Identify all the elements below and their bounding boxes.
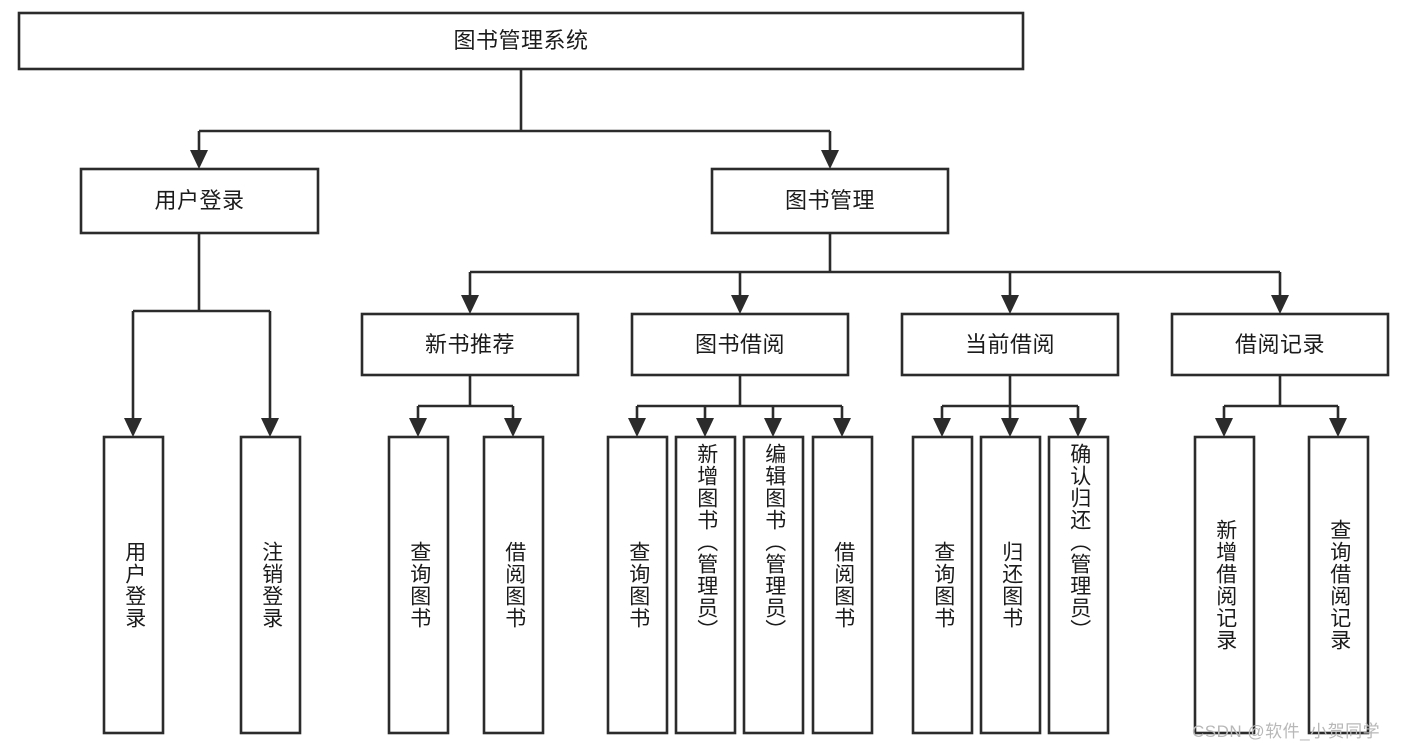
leaf-box[interactable] xyxy=(1307,435,1370,735)
leaf-box[interactable] xyxy=(979,435,1042,735)
node-new-book-recommend[interactable] xyxy=(360,312,580,377)
csdn-watermark: CSDN @软件_小贺同学 xyxy=(1192,722,1381,741)
connector-userlogin-to-leaves xyxy=(124,233,279,437)
node-borrow-record[interactable] xyxy=(1170,312,1390,377)
leaf-box[interactable] xyxy=(1193,435,1256,735)
leaf-box[interactable] xyxy=(811,435,874,735)
connector-borrowrecord-to-leaves xyxy=(1215,375,1347,437)
connector-currentborrow-to-leaves xyxy=(933,375,1087,437)
leaf-box[interactable] xyxy=(1047,435,1110,735)
leaf-box[interactable] xyxy=(102,435,165,735)
leaf-box[interactable] xyxy=(742,435,805,735)
node-user-login[interactable] xyxy=(79,167,320,235)
leaf-box[interactable] xyxy=(911,435,974,735)
leaf-box[interactable] xyxy=(674,435,737,735)
node-book-management[interactable] xyxy=(710,167,950,235)
leaf-box[interactable] xyxy=(387,435,450,735)
leaf-box[interactable] xyxy=(606,435,669,735)
node-book-borrow[interactable] xyxy=(630,312,850,377)
connector-root-to-level2 xyxy=(190,69,839,169)
connector-bookborrow-to-leaves xyxy=(628,375,851,437)
connector-newbook-to-leaves xyxy=(409,375,522,437)
connector-bookmgmt-to-level3 xyxy=(461,233,1289,314)
leaf-box[interactable] xyxy=(239,435,302,735)
leaf-box[interactable] xyxy=(482,435,545,735)
node-current-borrow[interactable] xyxy=(900,312,1120,377)
node-root[interactable] xyxy=(17,11,1025,71)
